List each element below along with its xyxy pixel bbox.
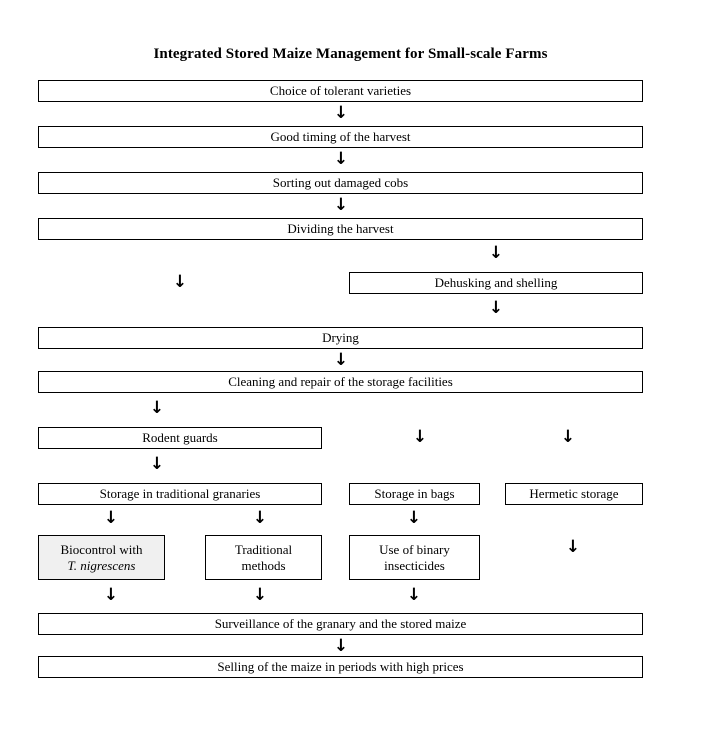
node-label-line2: insecticides [384,557,445,573]
node-drying[interactable]: Drying [38,327,643,349]
node-label: Choice of tolerant varieties [269,83,412,99]
node-label: Dividing the harvest [287,221,394,237]
arrow-down-icon: ↓ [565,536,581,557]
arrow-down-icon: ↓ [103,584,119,605]
node-dehusking-and-shelling[interactable]: Dehusking and shelling [349,272,643,294]
arrow-down-icon: ↓ [103,507,119,528]
node-label: Biocontrol with T. nigrescens [42,542,161,573]
node-traditional-methods[interactable]: Traditional methods [205,535,322,580]
arrow-down-icon: ↓ [333,349,349,370]
node-label: Drying [322,330,359,346]
node-label: Storage in bags [374,486,455,502]
arrow-down-icon: ↓ [333,635,349,656]
arrow-down-icon: ↓ [149,397,165,418]
node-label: Use of binary insecticides [353,542,476,573]
arrow-down-icon: ↓ [488,242,504,263]
node-label-line2-species: T. nigrescens [67,557,136,573]
arrow-down-icon: ↓ [333,148,349,169]
node-label-line1: Biocontrol with [60,542,143,558]
node-use-of-binary-insecticides[interactable]: Use of binary insecticides [349,535,480,580]
node-choice-of-tolerant-varieties[interactable]: Choice of tolerant varieties [38,80,643,102]
arrow-down-icon: ↓ [172,271,188,292]
node-label: Selling of the maize in periods with hig… [217,659,464,675]
node-cleaning-and-repair-of-the-storage-facilities[interactable]: Cleaning and repair of the storage facil… [38,371,643,393]
node-storage-in-bags[interactable]: Storage in bags [349,483,480,505]
arrow-down-icon: ↓ [406,507,422,528]
node-label-line1: Traditional [234,542,293,558]
arrow-down-icon: ↓ [406,584,422,605]
arrow-down-icon: ↓ [560,426,576,447]
arrow-down-icon: ↓ [149,453,165,474]
node-label: Traditional methods [209,542,318,573]
node-label: Surveillance of the granary and the stor… [214,616,467,632]
node-label: Sorting out damaged cobs [272,175,409,191]
node-surveillance-of-the-granary-and-the-stored-maize[interactable]: Surveillance of the granary and the stor… [38,613,643,635]
node-storage-in-traditional-granaries[interactable]: Storage in traditional granaries [38,483,322,505]
node-label: Rodent guards [142,430,218,446]
node-label: Good timing of the harvest [270,129,411,145]
node-label: Dehusking and shelling [434,275,558,291]
node-label: Cleaning and repair of the storage facil… [228,374,453,390]
node-selling-of-the-maize-in-periods-with-high-prices[interactable]: Selling of the maize in periods with hig… [38,656,643,678]
node-dividing-the-harvest[interactable]: Dividing the harvest [38,218,643,240]
arrow-down-icon: ↓ [412,426,428,447]
node-label: Storage in traditional granaries [99,486,261,502]
node-hermetic-storage[interactable]: Hermetic storage [505,483,643,505]
node-good-timing-of-the-harvest[interactable]: Good timing of the harvest [38,126,643,148]
arrow-down-icon: ↓ [488,297,504,318]
arrow-down-icon: ↓ [252,584,268,605]
node-label: Hermetic storage [529,486,619,502]
arrow-down-icon: ↓ [333,194,349,215]
node-biocontrol-with-t-nigrescens[interactable]: Biocontrol with T. nigrescens [38,535,165,580]
node-sorting-out-damaged-cobs[interactable]: Sorting out damaged cobs [38,172,643,194]
arrow-down-icon: ↓ [252,507,268,528]
page-title: Integrated Stored Maize Management for S… [153,46,548,62]
arrow-down-icon: ↓ [333,102,349,123]
node-label-line1: Use of binary [379,542,450,558]
node-label-line2: methods [241,557,286,573]
node-rodent-guards[interactable]: Rodent guards [38,427,322,449]
